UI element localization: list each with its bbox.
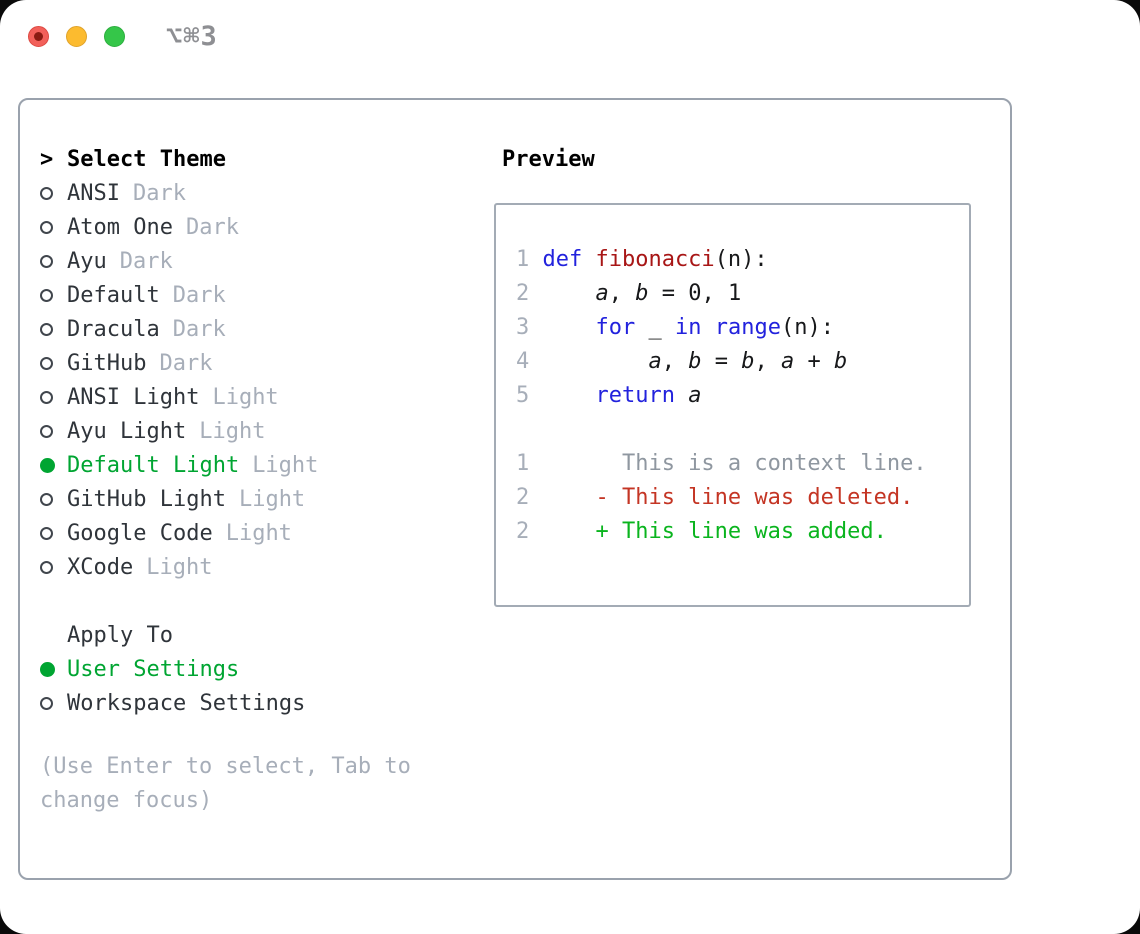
apply-to-section: Apply To User Settings Workspace Setting… <box>40 618 480 720</box>
radio-icon <box>40 560 53 574</box>
theme-item-default-dark[interactable]: Default Dark <box>40 278 480 312</box>
radio-selected-icon <box>40 661 55 677</box>
theme-item-dracula-dark[interactable]: Dracula Dark <box>40 312 480 346</box>
theme-item-ansi-light[interactable]: ANSI Light Light <box>40 380 480 414</box>
preview-title: Preview <box>502 146 595 172</box>
theme-item-atom-one-dark[interactable]: Atom One Dark <box>40 210 480 244</box>
apply-option-workspace-settings[interactable]: Workspace Settings <box>40 686 480 720</box>
window-hotkey-label: ⌥⌘3 <box>166 21 218 52</box>
radio-icon <box>40 220 53 234</box>
radio-selected-icon <box>40 457 55 473</box>
zoom-button[interactable] <box>104 26 125 47</box>
apply-to-header: Apply To <box>40 618 480 652</box>
theme-item-github-dark[interactable]: GitHub Dark <box>40 346 480 380</box>
code-line: 2 a, b = 0, 1 <box>516 281 742 306</box>
minimize-button[interactable] <box>66 26 87 47</box>
radio-icon <box>40 288 53 302</box>
theme-list-header: > Select Theme <box>40 142 480 176</box>
diff-added-line: 2 + This line was added. <box>516 519 887 544</box>
keyboard-hint: (Use Enter to select, Tab to change focu… <box>40 754 411 813</box>
radio-icon <box>40 390 53 404</box>
preview-header: Preview <box>502 142 595 176</box>
theme-list: > Select Theme ANSI Dark Atom One Dark A… <box>40 142 480 584</box>
theme-item-ayu-light[interactable]: Ayu Light Light <box>40 414 480 448</box>
radio-icon <box>40 186 53 200</box>
diff-deleted-line: 2 - This line was deleted. <box>516 485 914 510</box>
theme-list-title: Select Theme <box>67 146 226 172</box>
radio-icon <box>40 424 53 438</box>
apply-to-title: Apply To <box>67 622 173 648</box>
theme-item-github-light[interactable]: GitHub Light Light <box>40 482 480 516</box>
theme-item-google-code[interactable]: Google Code Light <box>40 516 480 550</box>
apply-option-user-settings[interactable]: User Settings <box>40 652 480 686</box>
radio-icon <box>40 356 53 370</box>
radio-icon <box>40 322 53 336</box>
radio-icon <box>40 254 53 268</box>
blank-line <box>516 417 969 451</box>
radio-icon <box>40 526 53 540</box>
radio-icon <box>40 492 53 506</box>
theme-item-ayu-dark[interactable]: Ayu Dark <box>40 244 480 278</box>
code-line: 4 a, b = b, a + b <box>516 349 848 374</box>
theme-selector-panel: > Select Theme ANSI Dark Atom One Dark A… <box>18 98 1012 880</box>
diff-context-line: 1 This is a context line. <box>516 451 927 476</box>
theme-item-default-light[interactable]: Default Light Light <box>40 448 480 482</box>
theme-item-xcode-light[interactable]: XCode Light <box>40 550 480 584</box>
close-button[interactable] <box>28 26 49 47</box>
prompt-caret: > <box>40 146 54 172</box>
titlebar: ⌥⌘3 <box>0 0 1140 72</box>
code-line: 5 return a <box>516 383 702 408</box>
radio-icon <box>40 696 53 710</box>
theme-item-ansi-dark[interactable]: ANSI Dark <box>40 176 480 210</box>
code-line: 3 for _ in range(n): <box>516 315 834 340</box>
